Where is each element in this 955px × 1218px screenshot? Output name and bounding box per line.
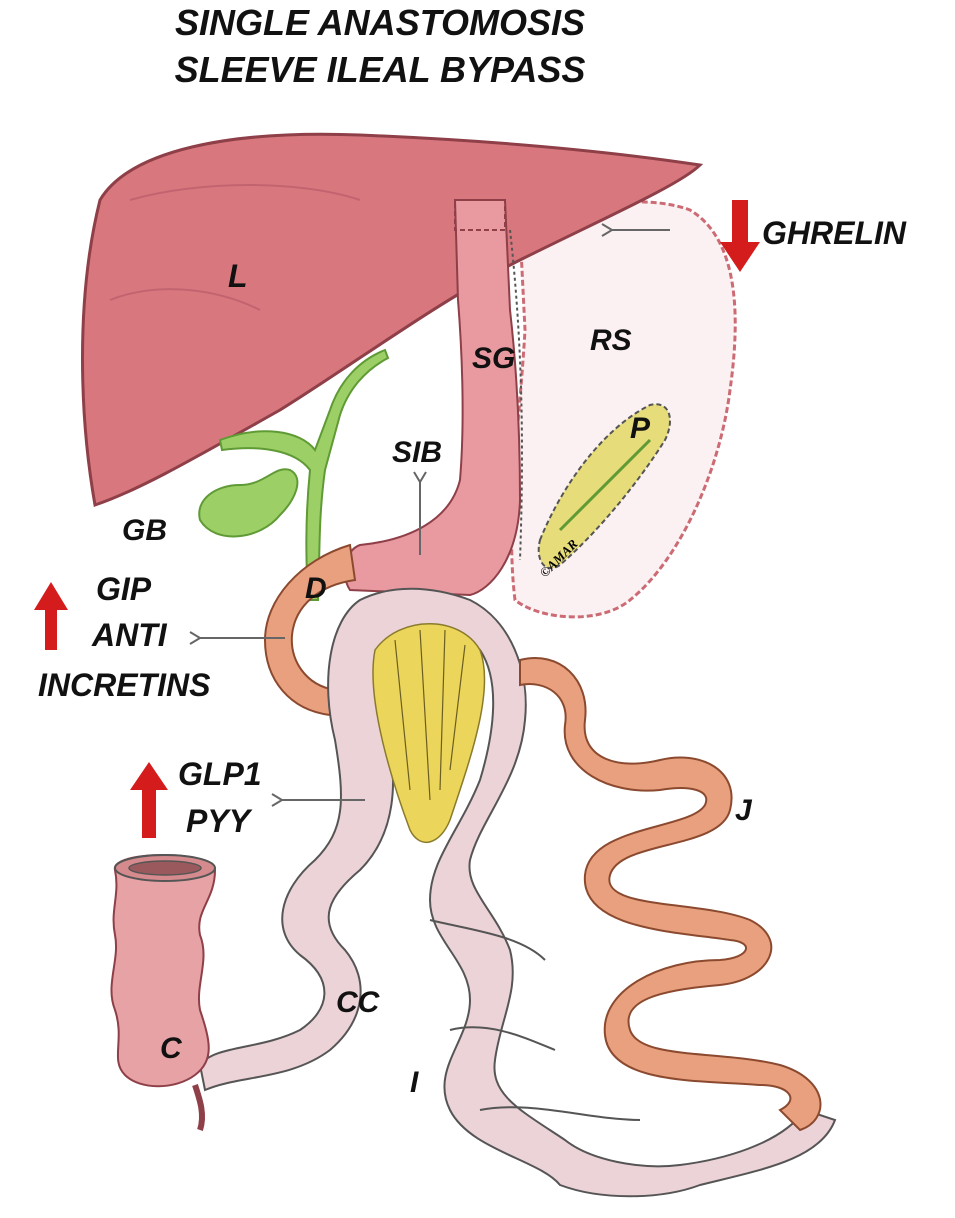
rs-label: RS: [590, 324, 632, 357]
sib-label: SIB: [392, 436, 442, 469]
gallbladder-shape: [199, 469, 297, 536]
gip-up-arrow: [34, 582, 68, 650]
gb-label: GB: [122, 514, 167, 547]
ghrelin-label: GHRELIN: [762, 215, 907, 251]
colon-label: C: [160, 1032, 183, 1065]
sg-label: SG: [472, 342, 515, 375]
duodenum-label: D: [305, 572, 327, 605]
jejunum-label: J: [735, 794, 753, 827]
jejunum-shape: [520, 658, 820, 1130]
liver-label: L: [228, 258, 248, 294]
ileum-label: I: [410, 1066, 419, 1099]
glp1-label: GLP1: [178, 756, 262, 792]
incretins-label: INCRETINS: [38, 667, 211, 703]
pancreas-label: P: [630, 412, 651, 445]
anti-label: ANTI: [91, 617, 168, 653]
gip-label: GIP: [96, 571, 152, 607]
title-line-1: SINGLE ANASTOMOSIS: [175, 2, 585, 43]
cc-label: CC: [336, 986, 381, 1019]
pyy-label: PYY: [186, 803, 253, 839]
title-line-2: SLEEVE ILEAL BYPASS: [175, 49, 586, 90]
glp1-up-arrow: [130, 762, 168, 838]
